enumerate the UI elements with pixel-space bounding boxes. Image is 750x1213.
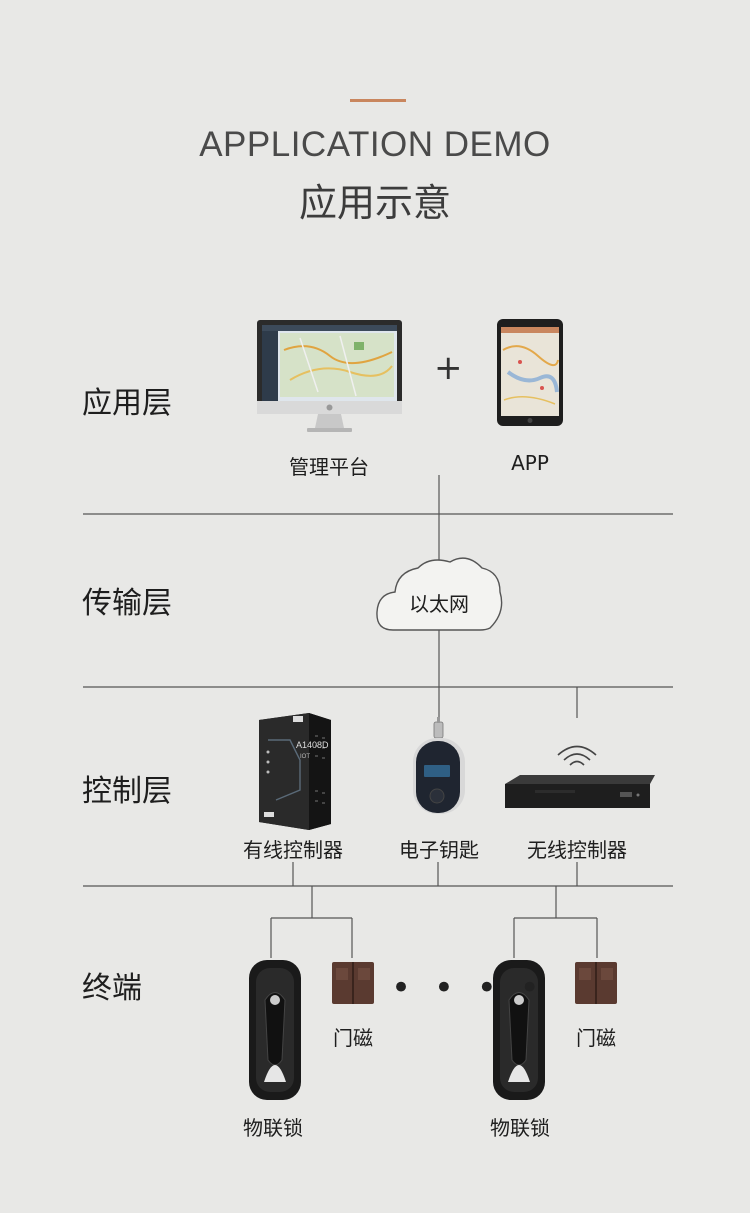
caption-wireless-controller: 无线控制器: [527, 838, 627, 862]
ellipsis-dots: • • • •: [391, 968, 546, 1008]
electronic-key-icon: [413, 717, 465, 814]
caption-door-sensor-1: 门磁: [333, 1026, 373, 1050]
page-title-cn: 应用示意: [298, 181, 451, 225]
page-title-en: APPLICATION DEMO: [199, 125, 551, 164]
iot-lock-icon-1: [249, 960, 301, 1100]
cloud-label: 以太网: [409, 592, 469, 616]
wireless-controller-icon: [505, 775, 655, 808]
wired-controller-model: A1408D: [296, 740, 329, 750]
iot-lock-icon-2: [493, 960, 545, 1100]
caption-electronic-key: 电子钥匙: [399, 838, 479, 862]
wired-controller-icon: [259, 713, 331, 830]
caption-app: APP: [511, 451, 549, 475]
caption-iot-lock-1: 物联锁: [243, 1116, 303, 1140]
door-sensor-icon-1: [332, 962, 374, 1004]
door-sensor-icon-2: [575, 962, 617, 1004]
cloud-icon: [376, 557, 503, 631]
caption-iot-lock-2: 物联锁: [490, 1116, 550, 1140]
layer-label-terminal: 终端: [82, 971, 142, 1006]
tablet-icon: [497, 319, 563, 426]
caption-door-sensor-2: 门磁: [576, 1026, 616, 1050]
accent-bar: [350, 99, 406, 102]
caption-platform: 管理平台: [289, 455, 369, 479]
monitor-icon: [257, 320, 402, 432]
wired-controller-sub: IOT: [300, 754, 310, 760]
wifi-signal-icon: [557, 745, 597, 766]
plus-sign: +: [434, 348, 463, 388]
caption-wired-controller: 有线控制器: [243, 838, 343, 862]
layer-label-application: 应用层: [82, 386, 172, 421]
layer-label-transport: 传输层: [82, 586, 172, 621]
layer-label-control: 控制层: [82, 774, 172, 809]
